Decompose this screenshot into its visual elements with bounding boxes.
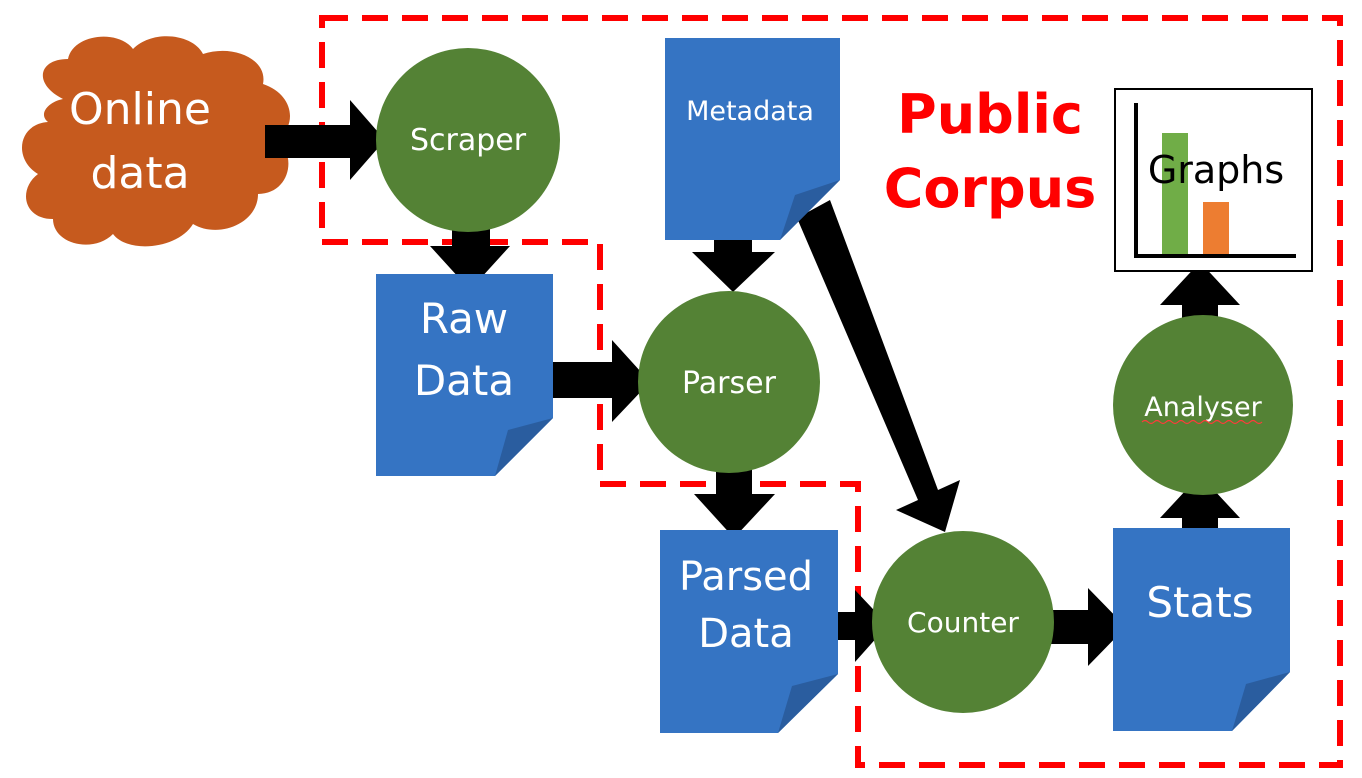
public-corpus-boundary [319, 15, 1343, 768]
flow-arrows [265, 100, 1240, 666]
orange-bar [1203, 202, 1229, 256]
raw-data-label-line2: Data [414, 356, 514, 405]
online-data-label-line1: Online [69, 84, 211, 135]
parsed-data-label-line1: Parsed [679, 554, 813, 600]
spellcheck-underline [1141, 419, 1263, 425]
process-parser: Parser [638, 291, 820, 473]
public-corpus-title-line2: Corpus [884, 157, 1097, 220]
stats-label: Stats [1146, 578, 1253, 627]
arrow-counter-to-stats [1045, 588, 1126, 666]
arrow-parsed-data-to-counter [805, 590, 888, 662]
process-counter: Counter [872, 531, 1054, 713]
arrow-metadata-to-counter [797, 200, 960, 532]
bar-chart-icon [1134, 103, 1296, 258]
arrow-metadata-to-parser [692, 213, 775, 292]
process-analyser: Analyser [1113, 315, 1293, 495]
document-parsed-data: Parsed Data [660, 530, 838, 733]
parsed-data-label-line2: Data [698, 611, 794, 657]
counter-label: Counter [907, 606, 1019, 639]
raw-data-label-line1: Raw [420, 294, 508, 343]
arrow-raw-data-to-parser [547, 340, 650, 422]
online-data-label-line2: data [90, 148, 189, 199]
document-stats: Stats [1113, 528, 1290, 731]
graphs-output: Graphs [1114, 88, 1313, 272]
graphs-label: Graphs [1148, 148, 1284, 192]
parser-label: Parser [682, 366, 777, 401]
document-raw-data: Raw Data [376, 274, 553, 476]
public-corpus-title: Public Corpus [884, 83, 1097, 220]
public-corpus-title-line1: Public [897, 83, 1083, 146]
process-scraper: Scraper [376, 48, 560, 232]
analyser-label: Analyser [1144, 392, 1262, 423]
green-bar [1162, 133, 1188, 256]
scraper-label: Scraper [410, 123, 527, 158]
online-data-cloud: Online data [21, 36, 291, 247]
arrow-analyser-to-graphs [1160, 262, 1240, 340]
arrow-scraper-to-raw-data [430, 212, 510, 290]
document-metadata: Metadata [665, 38, 840, 240]
metadata-label: Metadata [686, 96, 814, 127]
arrow-parser-to-parsed-data [694, 447, 775, 538]
arrow-cloud-to-scraper [265, 100, 385, 180]
arrow-stats-to-analyser [1160, 475, 1240, 558]
